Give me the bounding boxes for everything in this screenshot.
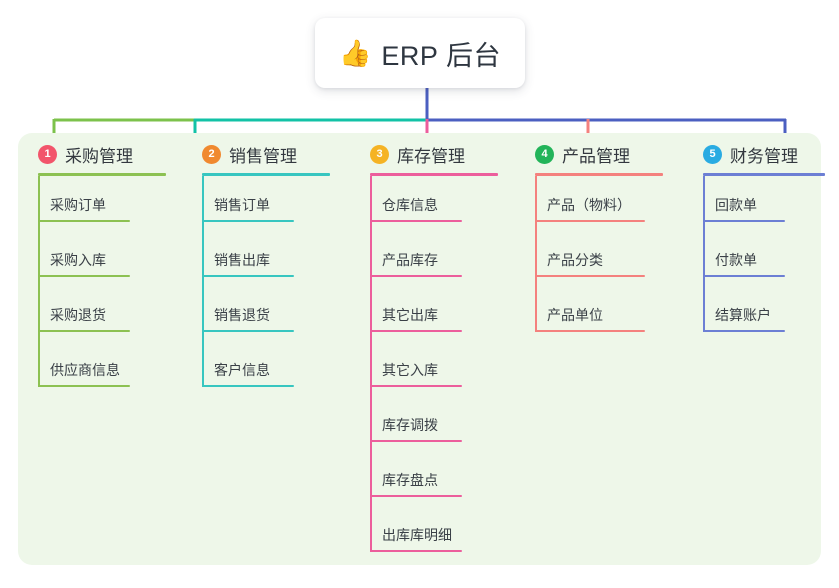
branch-item-label: 仓库信息	[382, 197, 438, 213]
branch-item-label: 产品库存	[382, 252, 438, 268]
branch-column-4: 4 产品管理产品（物料） 产品分类产品单位	[515, 133, 663, 332]
branch-item-label: 采购入库	[50, 252, 106, 268]
branch-column-5: 5 财务管理回款单付款单结算账户	[683, 133, 825, 332]
branch-item-rule	[535, 330, 645, 332]
branch-number-badge: 1	[38, 144, 57, 164]
branch-item-label: 库存盘点	[382, 472, 438, 488]
branch-item-rule	[535, 275, 645, 277]
branch-header-rule	[535, 173, 663, 176]
branch-item[interactable]: 结算账户	[703, 304, 785, 332]
branch-item[interactable]: 采购订单	[38, 194, 130, 222]
branch-title: 财务管理	[730, 146, 798, 166]
branch-item-rule	[370, 220, 462, 222]
branch-item-label: 出库库明细	[382, 527, 452, 543]
branch-item-label: 销售订单	[214, 197, 270, 213]
branch-item-label: 产品（物料）	[547, 197, 631, 213]
branch-item-rule	[703, 275, 785, 277]
branch-number-badge: 2	[202, 144, 221, 164]
branch-number-badge: 5	[703, 144, 722, 164]
branch-item-rule	[370, 495, 462, 497]
branch-item[interactable]: 其它出库	[370, 304, 462, 332]
root-title: ERP 后台	[381, 40, 501, 71]
branch-header-1[interactable]: 1 采购管理	[18, 133, 133, 175]
branch-item-rule	[703, 220, 785, 222]
branch-item-label: 产品分类	[547, 252, 603, 268]
branch-title: 销售管理	[229, 146, 297, 166]
branch-item-rule	[38, 275, 130, 277]
branch-item-rule	[202, 385, 294, 387]
branch-number-badge: 3	[370, 144, 389, 164]
branch-item-label: 销售退货	[214, 307, 270, 323]
branches-panel	[18, 133, 821, 565]
branch-header-4[interactable]: 4 产品管理	[515, 133, 630, 175]
branch-item-rule	[703, 330, 785, 332]
branch-item-rule	[38, 220, 130, 222]
branch-item[interactable]: 付款单	[703, 249, 785, 277]
branch-spine	[38, 176, 40, 387]
branch-item-label: 产品单位	[547, 307, 603, 323]
branch-item-label: 付款单	[715, 252, 757, 268]
branch-item[interactable]: 出库库明细	[370, 524, 462, 552]
branch-header-5[interactable]: 5 财务管理	[683, 133, 798, 175]
branch-item-label: 销售出库	[214, 252, 270, 268]
branch-spine	[535, 176, 537, 332]
branch-item[interactable]: 采购退货	[38, 304, 130, 332]
branch-item-rule	[535, 220, 645, 222]
branch-item-label: 结算账户	[715, 307, 771, 323]
branch-item[interactable]: 客户信息	[202, 359, 294, 387]
branch-column-2: 2 销售管理销售订单销售出库销售退货客户信息	[182, 133, 330, 387]
branch-header-3[interactable]: 3 库存管理	[350, 133, 465, 175]
branch-item-rule	[370, 385, 462, 387]
branch-item[interactable]: 采购入库	[38, 249, 130, 277]
branch-header-rule	[38, 173, 166, 176]
branch-item[interactable]: 产品（物料）	[535, 194, 645, 222]
branch-item[interactable]: 产品库存	[370, 249, 462, 277]
branch-spine	[703, 176, 705, 332]
branch-item-label: 客户信息	[214, 362, 270, 378]
branch-item[interactable]: 销售退货	[202, 304, 294, 332]
branch-item[interactable]: 库存盘点	[370, 469, 462, 497]
branch-item[interactable]: 供应商信息	[38, 359, 130, 387]
root-node[interactable]: 👍 ERP 后台	[315, 18, 525, 88]
branch-item-rule	[370, 550, 462, 552]
branch-item-label: 供应商信息	[50, 362, 120, 378]
branch-spine	[202, 176, 204, 387]
branch-header-rule	[202, 173, 330, 176]
branch-item[interactable]: 仓库信息	[370, 194, 462, 222]
branch-item[interactable]: 销售订单	[202, 194, 294, 222]
branch-item-rule	[202, 330, 294, 332]
branch-title: 采购管理	[65, 146, 133, 166]
branch-item-label: 其它入库	[382, 362, 438, 378]
branch-item-rule	[370, 440, 462, 442]
branch-item-rule	[38, 385, 130, 387]
branch-header-rule	[370, 173, 498, 176]
branch-item-rule	[202, 275, 294, 277]
thumbs-up-icon: 👍	[339, 38, 372, 68]
branch-item-label: 回款单	[715, 197, 757, 213]
branch-item-rule	[370, 330, 462, 332]
branch-number-badge: 4	[535, 144, 554, 164]
branch-header-2[interactable]: 2 销售管理	[182, 133, 297, 175]
branch-item-rule	[38, 330, 130, 332]
branch-item[interactable]: 回款单	[703, 194, 785, 222]
branch-column-3: 3 库存管理仓库信息产品库存其它出库其它入库库存调拨库存盘点出库库明细	[350, 133, 498, 552]
branch-item-label: 采购订单	[50, 197, 106, 213]
branch-item[interactable]: 产品分类	[535, 249, 645, 277]
branch-title: 产品管理	[562, 146, 630, 166]
branch-item[interactable]: 销售出库	[202, 249, 294, 277]
branch-item[interactable]: 产品单位	[535, 304, 645, 332]
branch-item-label: 库存调拨	[382, 417, 438, 433]
branch-spine	[370, 176, 372, 552]
branch-column-1: 1 采购管理采购订单采购入库采购退货供应商信息	[18, 133, 166, 387]
branch-item[interactable]: 其它入库	[370, 359, 462, 387]
branch-title: 库存管理	[397, 146, 465, 166]
branch-item-rule	[370, 275, 462, 277]
branch-item-label: 采购退货	[50, 307, 106, 323]
branch-item-label: 其它出库	[382, 307, 438, 323]
branch-item[interactable]: 库存调拨	[370, 414, 462, 442]
branch-item-rule	[202, 220, 294, 222]
branch-header-rule	[703, 173, 825, 176]
